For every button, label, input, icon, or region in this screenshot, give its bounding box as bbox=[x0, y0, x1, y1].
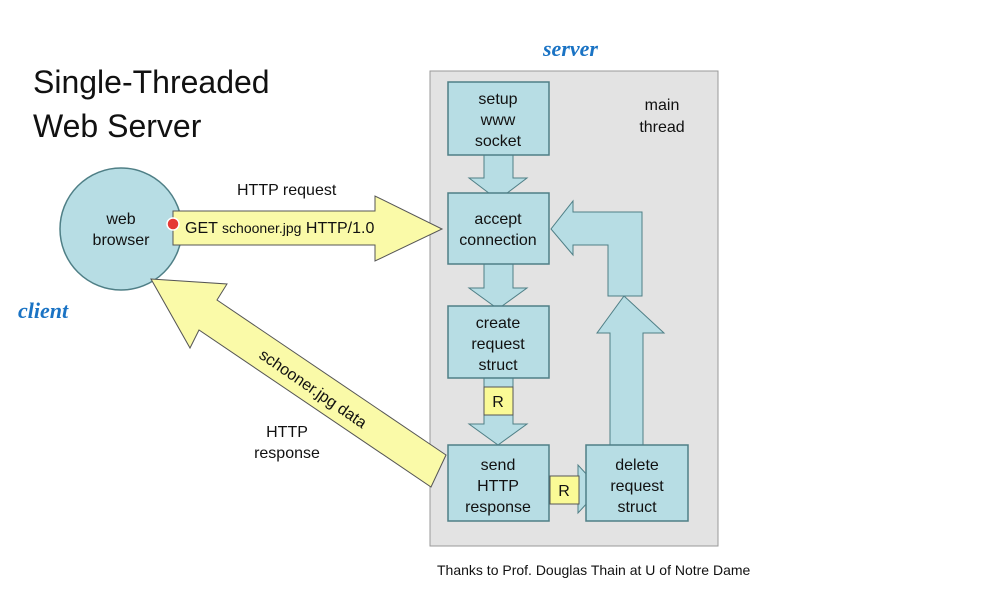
box-delete-line-2: request bbox=[610, 478, 664, 495]
box-create-request bbox=[447, 305, 550, 379]
title-line-1: Single-Threaded bbox=[33, 64, 270, 100]
arrow-loop-top bbox=[550, 199, 643, 297]
main-thread-label-1: main bbox=[645, 97, 680, 114]
http-response-data-text: schooner.jpg data bbox=[256, 347, 370, 433]
box-delete-line-3: struct bbox=[617, 499, 657, 516]
client-label: client bbox=[18, 298, 69, 323]
main-thread-label-2: thread bbox=[639, 119, 684, 136]
token-r-send bbox=[549, 475, 580, 505]
box-setup-line-2: www bbox=[480, 112, 516, 129]
browser-label-1: web bbox=[105, 211, 135, 228]
box-accept-connection bbox=[447, 192, 550, 265]
http-request-text: GET schooner.jpg HTTP/1.0 bbox=[185, 220, 374, 237]
browser-label-2: browser bbox=[93, 232, 151, 249]
http-request-label: HTTP request bbox=[237, 182, 337, 199]
arrow-loop-back bbox=[596, 295, 666, 446]
box-create-line-2: request bbox=[471, 336, 525, 353]
box-setup-socket bbox=[447, 81, 550, 156]
box-create-line-1: create bbox=[476, 315, 521, 332]
box-send-line-2: HTTP bbox=[477, 478, 519, 495]
box-send-line-3: response bbox=[465, 499, 531, 516]
title-line-2: Web Server bbox=[33, 108, 202, 144]
box-delete-request bbox=[585, 444, 689, 522]
box-accept-line-2: connection bbox=[459, 232, 536, 249]
box-send-line-1: send bbox=[481, 457, 516, 474]
token-r-create bbox=[483, 386, 514, 416]
box-create-line-3: struct bbox=[478, 357, 518, 374]
http-response-label-2: response bbox=[254, 445, 320, 462]
box-setup-line-3: socket bbox=[475, 133, 522, 150]
http-response-arrow bbox=[150, 278, 447, 488]
token-r-create-label: R bbox=[492, 394, 504, 411]
box-setup-line-1: setup bbox=[478, 91, 517, 108]
http-response-label-1: HTTP bbox=[266, 424, 308, 441]
box-send-response bbox=[447, 444, 550, 522]
box-delete-line-1: delete bbox=[615, 457, 659, 474]
arrow-accept-to-create bbox=[467, 263, 529, 310]
credit-text: Thanks to Prof. Douglas Thain at U of No… bbox=[437, 562, 751, 578]
server-label: server bbox=[542, 36, 598, 61]
http-request-arrow bbox=[172, 195, 444, 262]
arrow-setup-to-accept bbox=[467, 154, 529, 201]
box-accept-line-1: accept bbox=[474, 211, 522, 228]
web-browser-circle bbox=[59, 167, 183, 291]
mouse-cursor-icon bbox=[166, 217, 180, 231]
token-r-send-label: R bbox=[558, 483, 570, 500]
